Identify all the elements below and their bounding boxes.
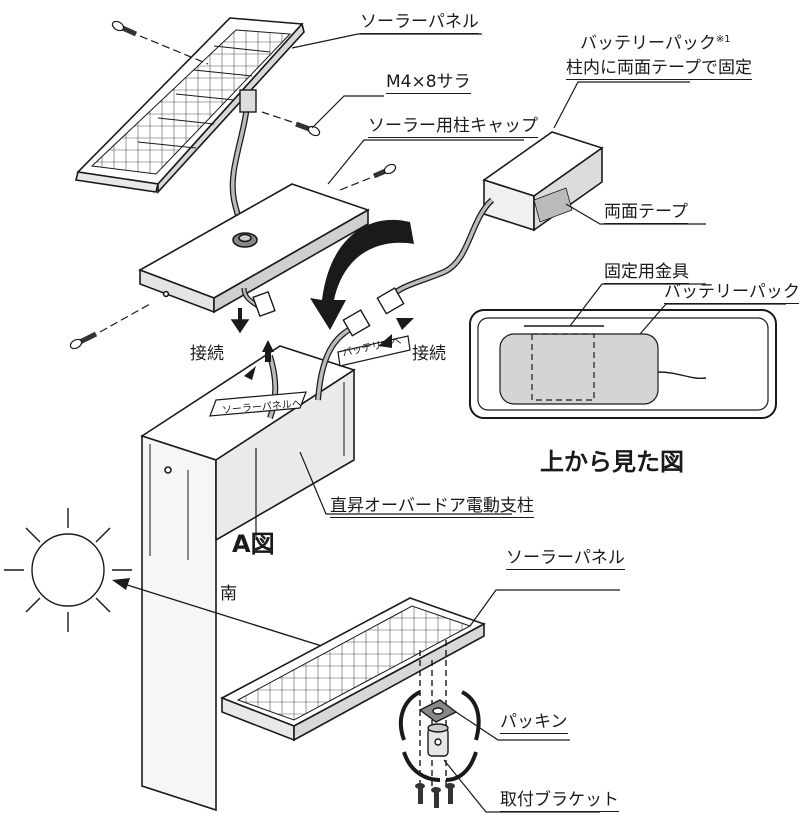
sun-icon [4,508,132,632]
bottom-solar-panel [220,597,486,742]
battery-pack [482,131,604,232]
label-connect-right: 接続 [412,344,446,364]
battery-pack-text: バッテリーパック [580,33,716,54]
rotation-arrows [398,690,481,782]
battery-cable [376,197,495,315]
screw-top-left [111,20,209,65]
label-battery-pack-top: バッテリーパック [664,282,799,304]
top-solar-panel [75,17,305,195]
label-battery-pack-line2: 柱内に両面テープで固定 [566,58,752,80]
label-pillar: 直昇オーバードア電動支柱 [330,496,534,518]
label-solar-cap: ソーラー用柱キャップ [368,116,538,138]
label-packing: パッキン [500,712,568,734]
screw-m4-right [261,111,321,137]
label-double-tape: 両面テープ [604,202,688,224]
battery-pack-note: ※1 [715,34,731,45]
rotate-arrow [310,219,414,330]
label-figure-a: A図 [232,530,275,558]
label-connect-left: 接続 [190,344,224,364]
solar-cap [138,183,370,314]
top-view [469,309,777,419]
label-battery-pack-line1: バッテリーパック※1 [580,30,731,54]
pillar-cables [267,309,371,420]
leader-lines [255,33,786,813]
label-bracket-fixing: 固定用金具 [604,262,689,284]
label-screw-spec: M4×8サラ [386,72,471,94]
label-solar-panel-bottom: ソーラーパネル [506,548,625,570]
label-view-from-top: 上から見た図 [540,448,684,476]
cap-screws [69,163,397,350]
cap-connector [230,287,276,334]
label-solar-panel-top: ソーラーパネル [360,12,479,34]
connect-arrows [244,318,414,380]
label-mounting-bracket: 取付ブラケット [500,790,619,812]
label-south: 南 [220,584,237,604]
